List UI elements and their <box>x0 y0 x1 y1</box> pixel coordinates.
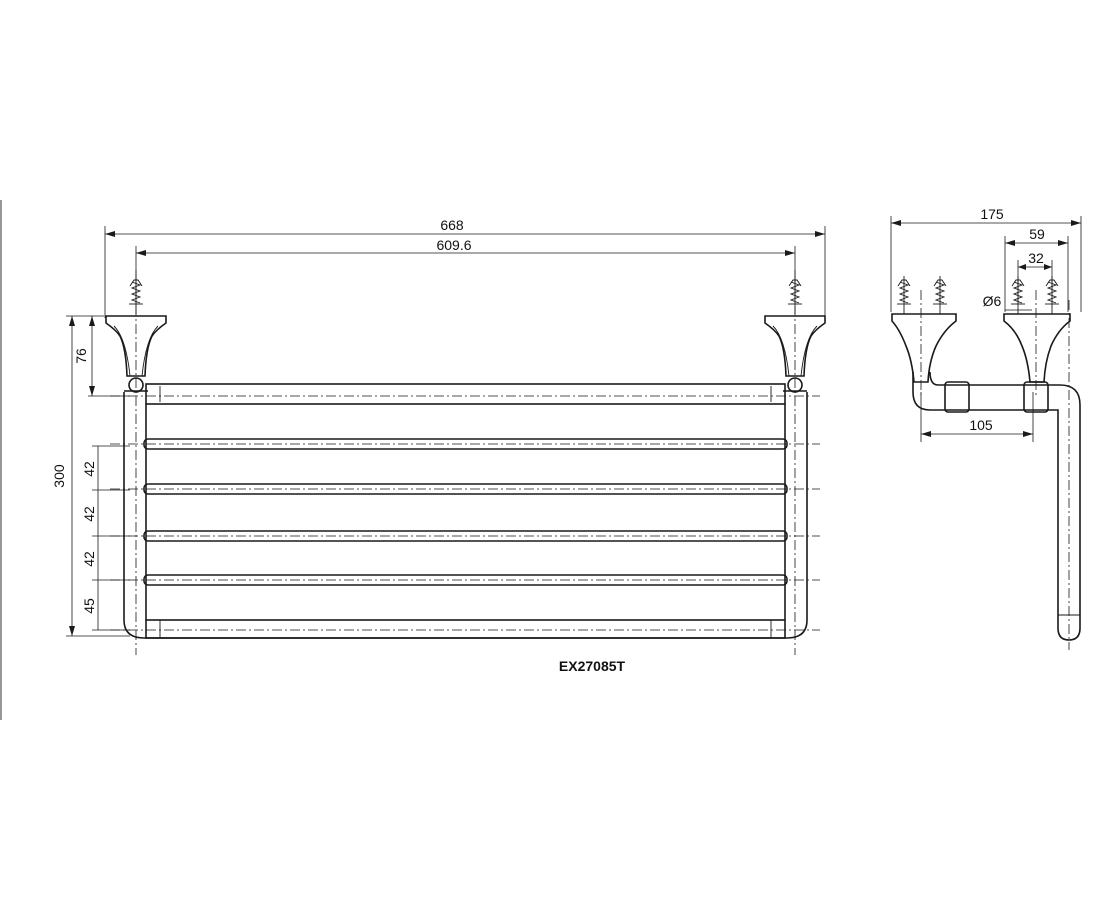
dim-total-height: 300 <box>51 464 67 488</box>
bottom-rail <box>145 619 786 639</box>
dim-screw-diameter: Ø6 <box>983 293 1002 309</box>
dim-bar-spacing-3: 42 <box>81 551 97 567</box>
dim-bracket-offset: 59 <box>1029 226 1045 242</box>
side-bracket-left <box>891 313 957 383</box>
dim-rail-offset: 105 <box>969 417 993 433</box>
dim-bar-spacing-1: 42 <box>81 461 97 477</box>
dim-overall-width: 668 <box>440 217 464 233</box>
dim-screw-spacing: 32 <box>1028 250 1044 266</box>
model-code: EX27085T <box>559 658 626 674</box>
front-view: 668 609.6 300 76 42 <box>51 217 826 655</box>
dim-bracket-height: 76 <box>73 348 89 364</box>
dim-bar-spacing-2: 42 <box>81 506 97 522</box>
towel-bars <box>110 438 820 586</box>
side-view: 175 59 32 Ø6 <box>890 206 1082 650</box>
side-bracket-right <box>1003 313 1071 383</box>
dim-fixing-centres: 609.6 <box>436 237 471 253</box>
dim-bottom-spacing: 45 <box>81 598 97 614</box>
arm-joint <box>944 381 970 413</box>
rack-frame <box>123 392 808 639</box>
top-rail <box>145 383 786 405</box>
dim-depth: 175 <box>980 206 1004 222</box>
towel-arm <box>912 371 1081 641</box>
